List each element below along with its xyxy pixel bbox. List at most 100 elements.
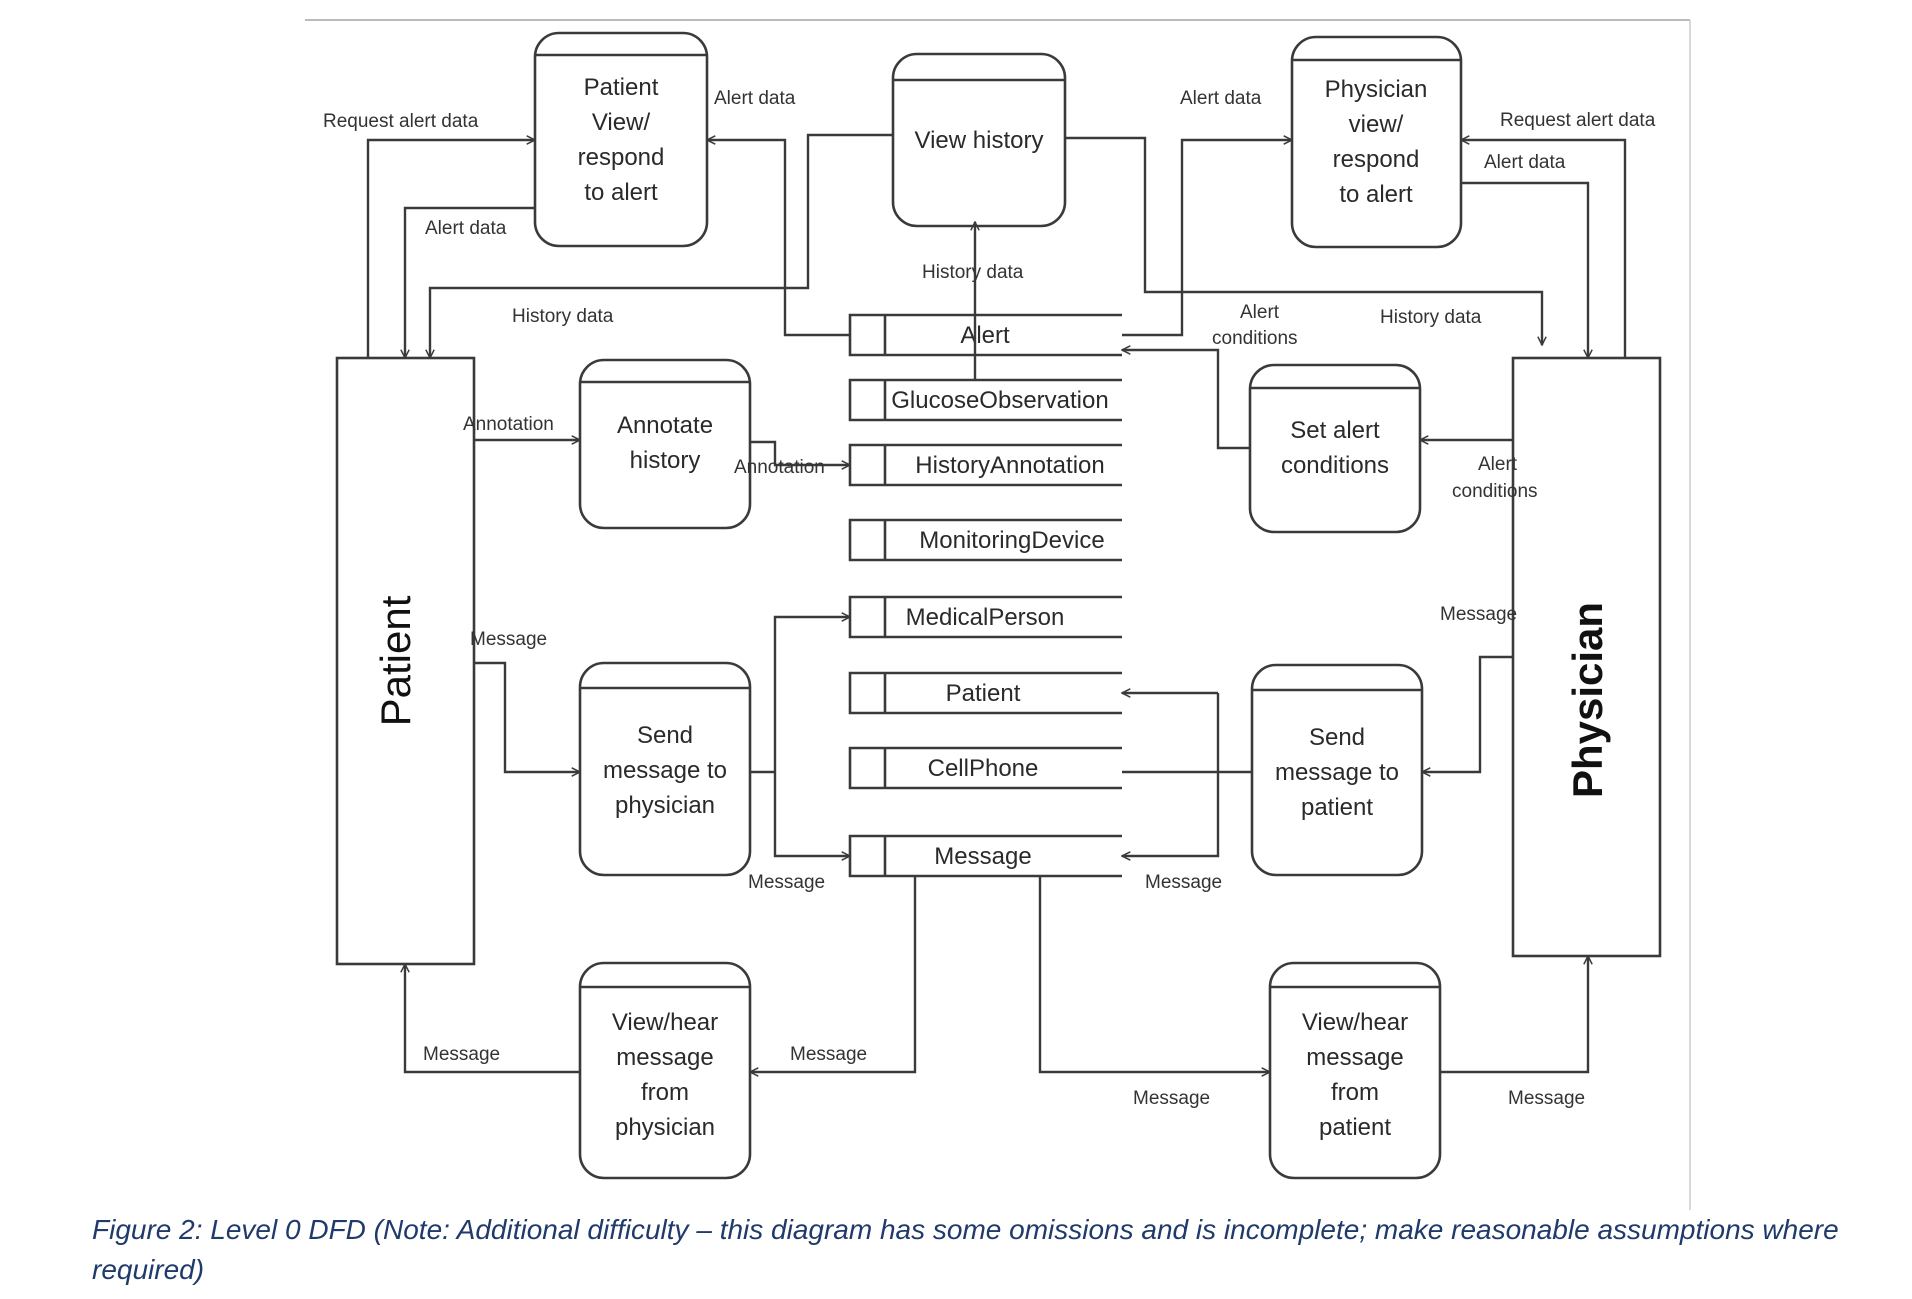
process-label-line: message to: [603, 757, 727, 784]
process-label-line: Set alert: [1290, 417, 1380, 444]
process-label-line: message to: [1275, 759, 1399, 786]
datastore-history-annotation: HistoryAnnotation: [848, 443, 1122, 487]
datastore-medical-person: MedicalPerson: [848, 595, 1122, 639]
flow-message-from-store-right: [1038, 876, 1270, 1072]
flow-label: Message: [790, 1044, 867, 1065]
flow-alert-conditions-to-store: [1122, 350, 1250, 450]
flow-label: Message: [748, 872, 825, 893]
process-physician-view-respond: Physician view/ respond to alert: [1290, 35, 1463, 249]
flow-alert-data-store-to-physician-view: [1122, 140, 1292, 337]
flow-label: Alert: [1240, 302, 1280, 323]
flow-message-to-patient: [405, 964, 580, 1074]
datastore-message-label: Message: [934, 843, 1031, 870]
datastore-cell-phone: CellPhone: [848, 746, 1122, 790]
process-label-line: history: [630, 447, 701, 474]
process-label-line: message: [616, 1044, 713, 1071]
process-send-message-to-physician: Send message to physician: [578, 661, 752, 877]
flow-message-to-message-store-right: [1122, 693, 1220, 856]
process-label-line: physician: [615, 792, 715, 819]
flow-alert-data-store-to-patient-view: [707, 140, 850, 337]
flow-label: Request alert data: [1500, 110, 1656, 131]
process-label-line: Annotate: [617, 412, 713, 439]
process-label-line: message: [1306, 1044, 1403, 1071]
flow-label: Alert: [1478, 454, 1518, 475]
process-label-line: respond: [1333, 146, 1420, 173]
flow-label: Alert data: [1180, 88, 1262, 109]
flow-message-to-medical-person: [773, 617, 850, 772]
process-view-history: View history: [891, 52, 1067, 228]
flow-annotation-to-store: [750, 440, 850, 465]
process-send-message-to-patient: Send message to patient: [1250, 663, 1424, 877]
entity-patient: Patient: [335, 356, 476, 966]
flow-label: Message: [1508, 1088, 1585, 1109]
process-label-line: Send: [1309, 724, 1365, 751]
datastore-monitoring-device-label: MonitoringDevice: [919, 527, 1104, 554]
flow-message-physician-out: [1422, 655, 1513, 772]
flow-message-from-store-left: [750, 876, 917, 1072]
process-label-line: physician: [615, 1114, 715, 1141]
flow-message-to-message-store-left: [773, 772, 850, 856]
flow-label: Alert data: [1484, 152, 1566, 173]
entity-physician-label: Physician: [1564, 602, 1611, 798]
process-label-line: View history: [915, 127, 1044, 154]
flow-label: Message: [423, 1044, 500, 1065]
flow-label: Annotation: [734, 457, 825, 478]
flow-label: Request alert data: [323, 111, 479, 132]
datastore-history-annotation-label: HistoryAnnotation: [915, 452, 1104, 479]
process-label-line: to alert: [584, 179, 658, 206]
flow-message-to-physician: [1440, 956, 1588, 1074]
datastore-cell-phone-label: CellPhone: [928, 755, 1039, 782]
datastore-alert: Alert: [848, 313, 1122, 357]
process-label-line: Patient: [584, 74, 659, 101]
flow-label: conditions: [1212, 328, 1298, 349]
process-label-line: respond: [578, 144, 665, 171]
process-label-line: View/hear: [612, 1009, 718, 1036]
flow-alert-data-to-patient: [405, 206, 535, 358]
flow-message-patient-out: [474, 661, 580, 772]
flow-label: History data: [922, 262, 1024, 283]
flow-alert-data-to-physician: [1461, 181, 1588, 358]
process-label-line: View/: [592, 109, 651, 136]
flow-history-data-to-patient: [430, 133, 893, 358]
process-label-line: patient: [1301, 794, 1373, 821]
flow-label: Message: [470, 629, 547, 650]
process-set-alert-conditions: Set alert conditions: [1248, 363, 1422, 534]
datastore-alert-label: Alert: [960, 322, 1010, 349]
flow-label: Alert data: [425, 218, 507, 239]
flow-label: History data: [1380, 307, 1482, 328]
figure-caption: Figure 2: Level 0 DFD (Note: Additional …: [92, 1214, 1839, 1285]
process-patient-view-respond: Patient View/ respond to alert: [533, 31, 709, 248]
datastore-message: Message: [848, 834, 1122, 878]
datastore-monitoring-device: MonitoringDevice: [848, 518, 1122, 562]
process-label-line: View/hear: [1302, 1009, 1408, 1036]
flow-history-data-to-physician: [1065, 136, 1542, 345]
process-label-line: patient: [1319, 1114, 1391, 1141]
flow-request-alert-data-physician: [1461, 140, 1627, 358]
flow-label: Message: [1133, 1088, 1210, 1109]
process-label-line: view/: [1349, 111, 1404, 138]
process-view-hear-message-from-patient: View/hear message from patient: [1268, 961, 1442, 1180]
flow-label: Alert data: [714, 88, 796, 109]
flow-request-alert-data-patient: [366, 140, 535, 358]
process-label-line: Send: [637, 722, 693, 749]
process-label-line: Physician: [1325, 76, 1428, 103]
process-label-line: from: [1331, 1079, 1379, 1106]
datastore-glucose-observation: GlucoseObservation: [848, 378, 1122, 422]
flow-label: Message: [1145, 872, 1222, 893]
process-label-line: from: [641, 1079, 689, 1106]
entity-physician: Physician: [1511, 356, 1662, 958]
flow-label: Message: [1440, 604, 1517, 625]
datastore-glucose-observation-label: GlucoseObservation: [891, 387, 1108, 414]
process-view-hear-message-from-physician: View/hear message from physician: [578, 961, 752, 1180]
datastore-patient: Patient: [848, 671, 1122, 715]
flow-label: Annotation: [463, 414, 554, 435]
flow-label: conditions: [1452, 481, 1538, 502]
datastore-patient-label: Patient: [946, 680, 1021, 707]
process-annotate-history: Annotate history: [578, 358, 752, 530]
datastore-medical-person-label: MedicalPerson: [906, 604, 1065, 631]
flow-label: History data: [512, 306, 614, 327]
process-label-line: to alert: [1339, 181, 1413, 208]
entity-patient-label: Patient: [372, 595, 419, 726]
process-label-line: conditions: [1281, 452, 1389, 479]
